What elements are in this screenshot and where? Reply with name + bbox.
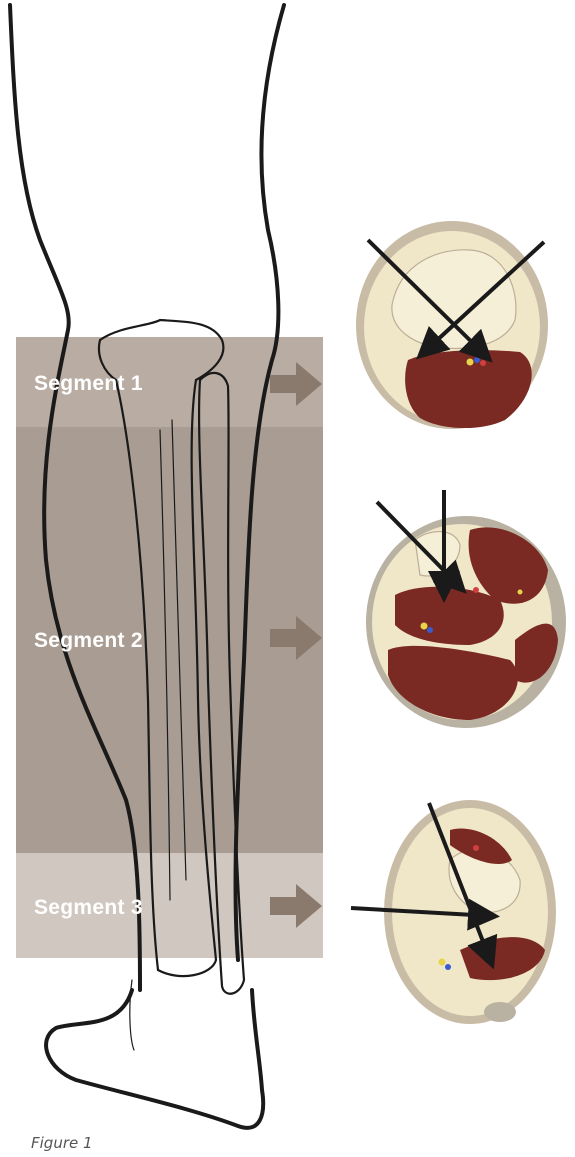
segment-1-arrow: [270, 362, 322, 406]
foot-outline: [46, 990, 263, 1128]
segment-2-arrow: [270, 616, 322, 660]
leg-outline-right: [236, 5, 284, 960]
figure-caption: Figure 1: [31, 1134, 93, 1152]
leg-outline: [10, 5, 284, 1128]
segment-3-label: Segment 3: [34, 896, 143, 920]
segment-arrows: [270, 362, 322, 928]
segment-2-label: Segment 2: [34, 629, 143, 653]
segment-1-label: Segment 1: [34, 372, 143, 396]
leg-outline-left: [10, 5, 140, 990]
segment-3-arrow: [270, 884, 322, 928]
cross-section-2: [366, 516, 566, 728]
